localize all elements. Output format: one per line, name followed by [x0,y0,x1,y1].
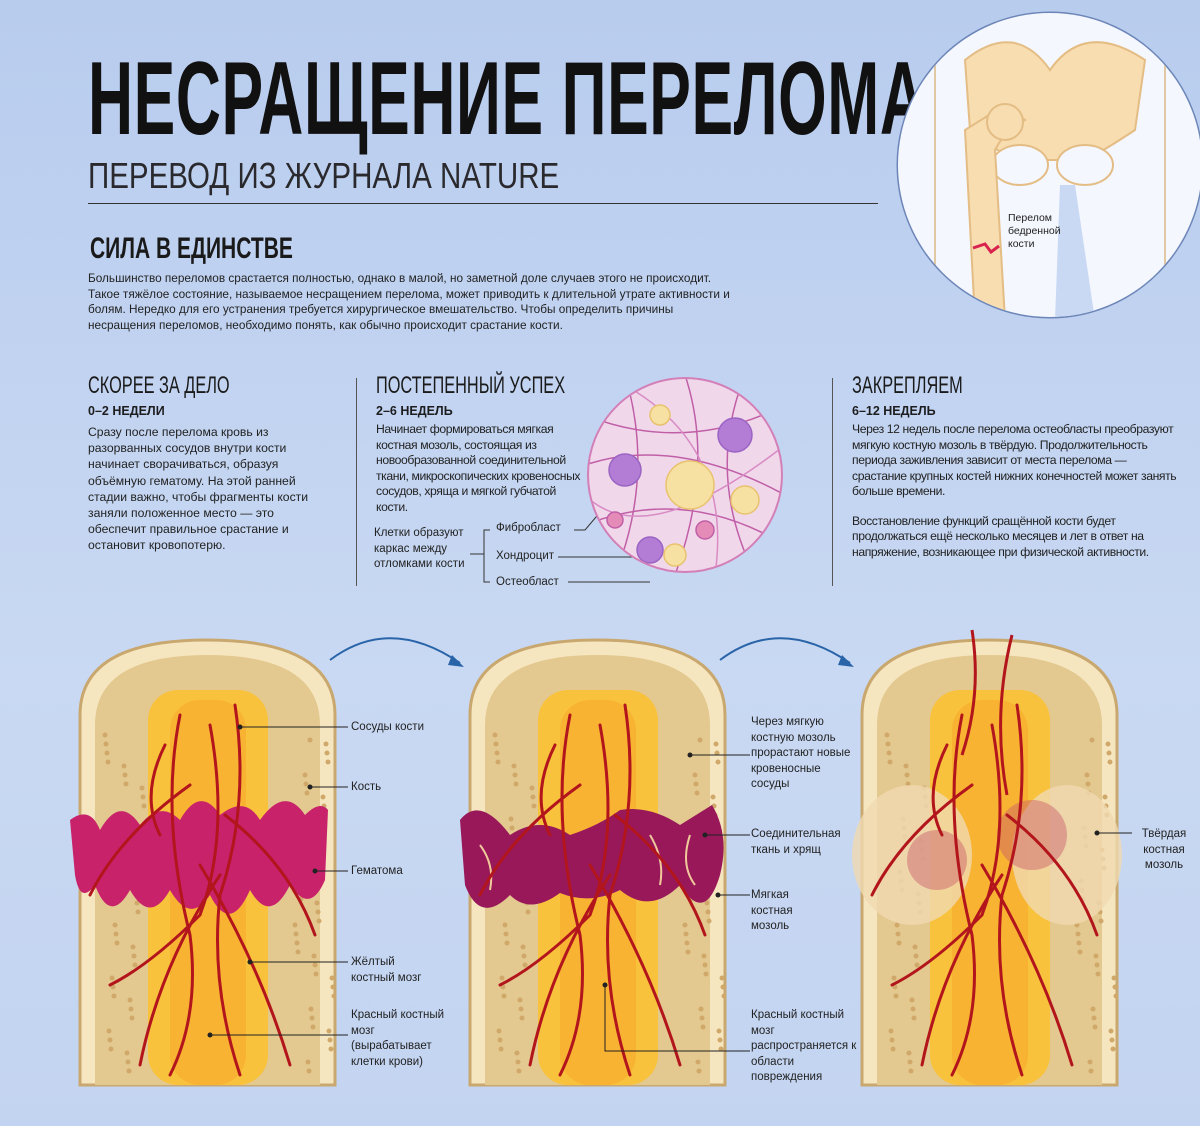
blood-vessel [149,743,167,837]
stage3-text: Через 12 недель после перелома остеоблас… [852,422,1177,498]
page-title: НЕСРАЩЕНИЕ ПЕРЕЛОМА [88,41,926,157]
blood-vessel [88,783,192,897]
blood-vessel [539,743,557,837]
blood-vessel [138,873,222,1067]
blood-vessel [588,863,682,1067]
label-new-vessels: Через мягкую костную мозоль прорастают н… [751,716,851,790]
stage1-heading: СКОРЕЕ ЗА ДЕЛО [88,372,230,399]
stage2-period: 2–6 НЕДЕЛЬ [376,404,453,418]
hard-callus-shape [852,785,972,925]
label-bone: Кость [351,781,382,793]
blood-vessel [198,863,292,1067]
intro-heading: СИЛА В ЕДИНСТВЕ [90,232,293,265]
bone-stage1-diagram [70,638,348,1087]
hard-callus-shape [1012,785,1122,925]
blood-vessel [528,873,612,1067]
stage3-text-2: Восстановление функций сращённой кости б… [852,513,1149,559]
label-bone-vessels: Сосуды кости [351,721,424,733]
blood-vessel [558,713,584,1077]
stage3-text-block: Через 12 недель после перелома остеоблас… [852,422,1182,560]
page-subtitle: ПЕРЕВОД ИЗ ЖУРНАЛА NATURE [88,155,560,196]
stage3-heading: ЗАКРЕПЛЯЕМ [852,372,963,399]
stage1-text: Сразу после перелома кровь из разорванны… [88,425,309,553]
stage-arrow-icon [329,637,464,667]
stage2-text: Начинает формироваться мягкая костная мо… [376,422,581,514]
blood-vessel [223,813,317,937]
blood-vessel [931,743,949,837]
label-connective-tissue: Соединительная ткань и хрящ [751,828,841,856]
label-soft-callus: Мягкая костная мозоль [751,889,793,932]
column-divider [356,378,357,586]
label-red-marrow: Красный костный мозг (вырабатывает клетк… [351,1009,445,1068]
blood-vessel [216,703,242,1077]
cell-label-fibroblast: Фибробласт [496,522,561,534]
cell-label-chondrocyte: Хондроцит [496,550,555,562]
blood-vessel [478,783,582,897]
blood-vessel [870,783,974,897]
blood-vessel [960,629,1014,796]
cell-microscopy-illustration [587,377,783,573]
blood-vessel [1005,813,1099,937]
blood-vessel [890,723,1002,987]
blood-vessel [498,723,610,987]
label-hard-callus: Твёрдая костная мозоль [1141,828,1187,871]
leader-line [604,985,750,1052]
blood-vessel [108,723,220,987]
hip-fracture-label: Перелом бедренной кости [1008,212,1061,250]
blood-vessel [168,713,194,1077]
blood-vessel [950,713,976,1077]
blood-vessel [980,863,1074,1067]
label-yellow-marrow: Жёлтый костный мозг [351,956,422,984]
intro-text: Большинство переломов срастается полност… [88,271,730,332]
stage1-period: 0–2 НЕДЕЛИ [88,404,165,418]
hip-fracture-illustration [896,11,1200,319]
bone-stage2-diagram [460,638,750,1087]
stage-arrow-icon [719,637,854,667]
blood-vessel [920,873,1004,1067]
divider [88,203,878,204]
blood-vessel [606,703,632,1077]
blood-vessel [613,813,707,937]
stage2-heading: ПОСТЕПЕННЫЙ УСПЕХ [376,372,566,399]
cells-caption: Клетки образуют каркас между отломками к… [374,527,465,570]
bone-stage3-diagram [852,629,1132,1087]
label-red-marrow-spread: Красный костный мозг распространяется к … [751,1009,857,1083]
stage3-period: 6–12 НЕДЕЛЬ [852,404,936,418]
label-hematoma: Гематома [351,865,403,877]
hematoma-shape [70,801,328,914]
blood-vessel [998,703,1024,1077]
column-divider [832,378,833,586]
cell-label-osteoblast: Остеобласт [496,576,559,588]
